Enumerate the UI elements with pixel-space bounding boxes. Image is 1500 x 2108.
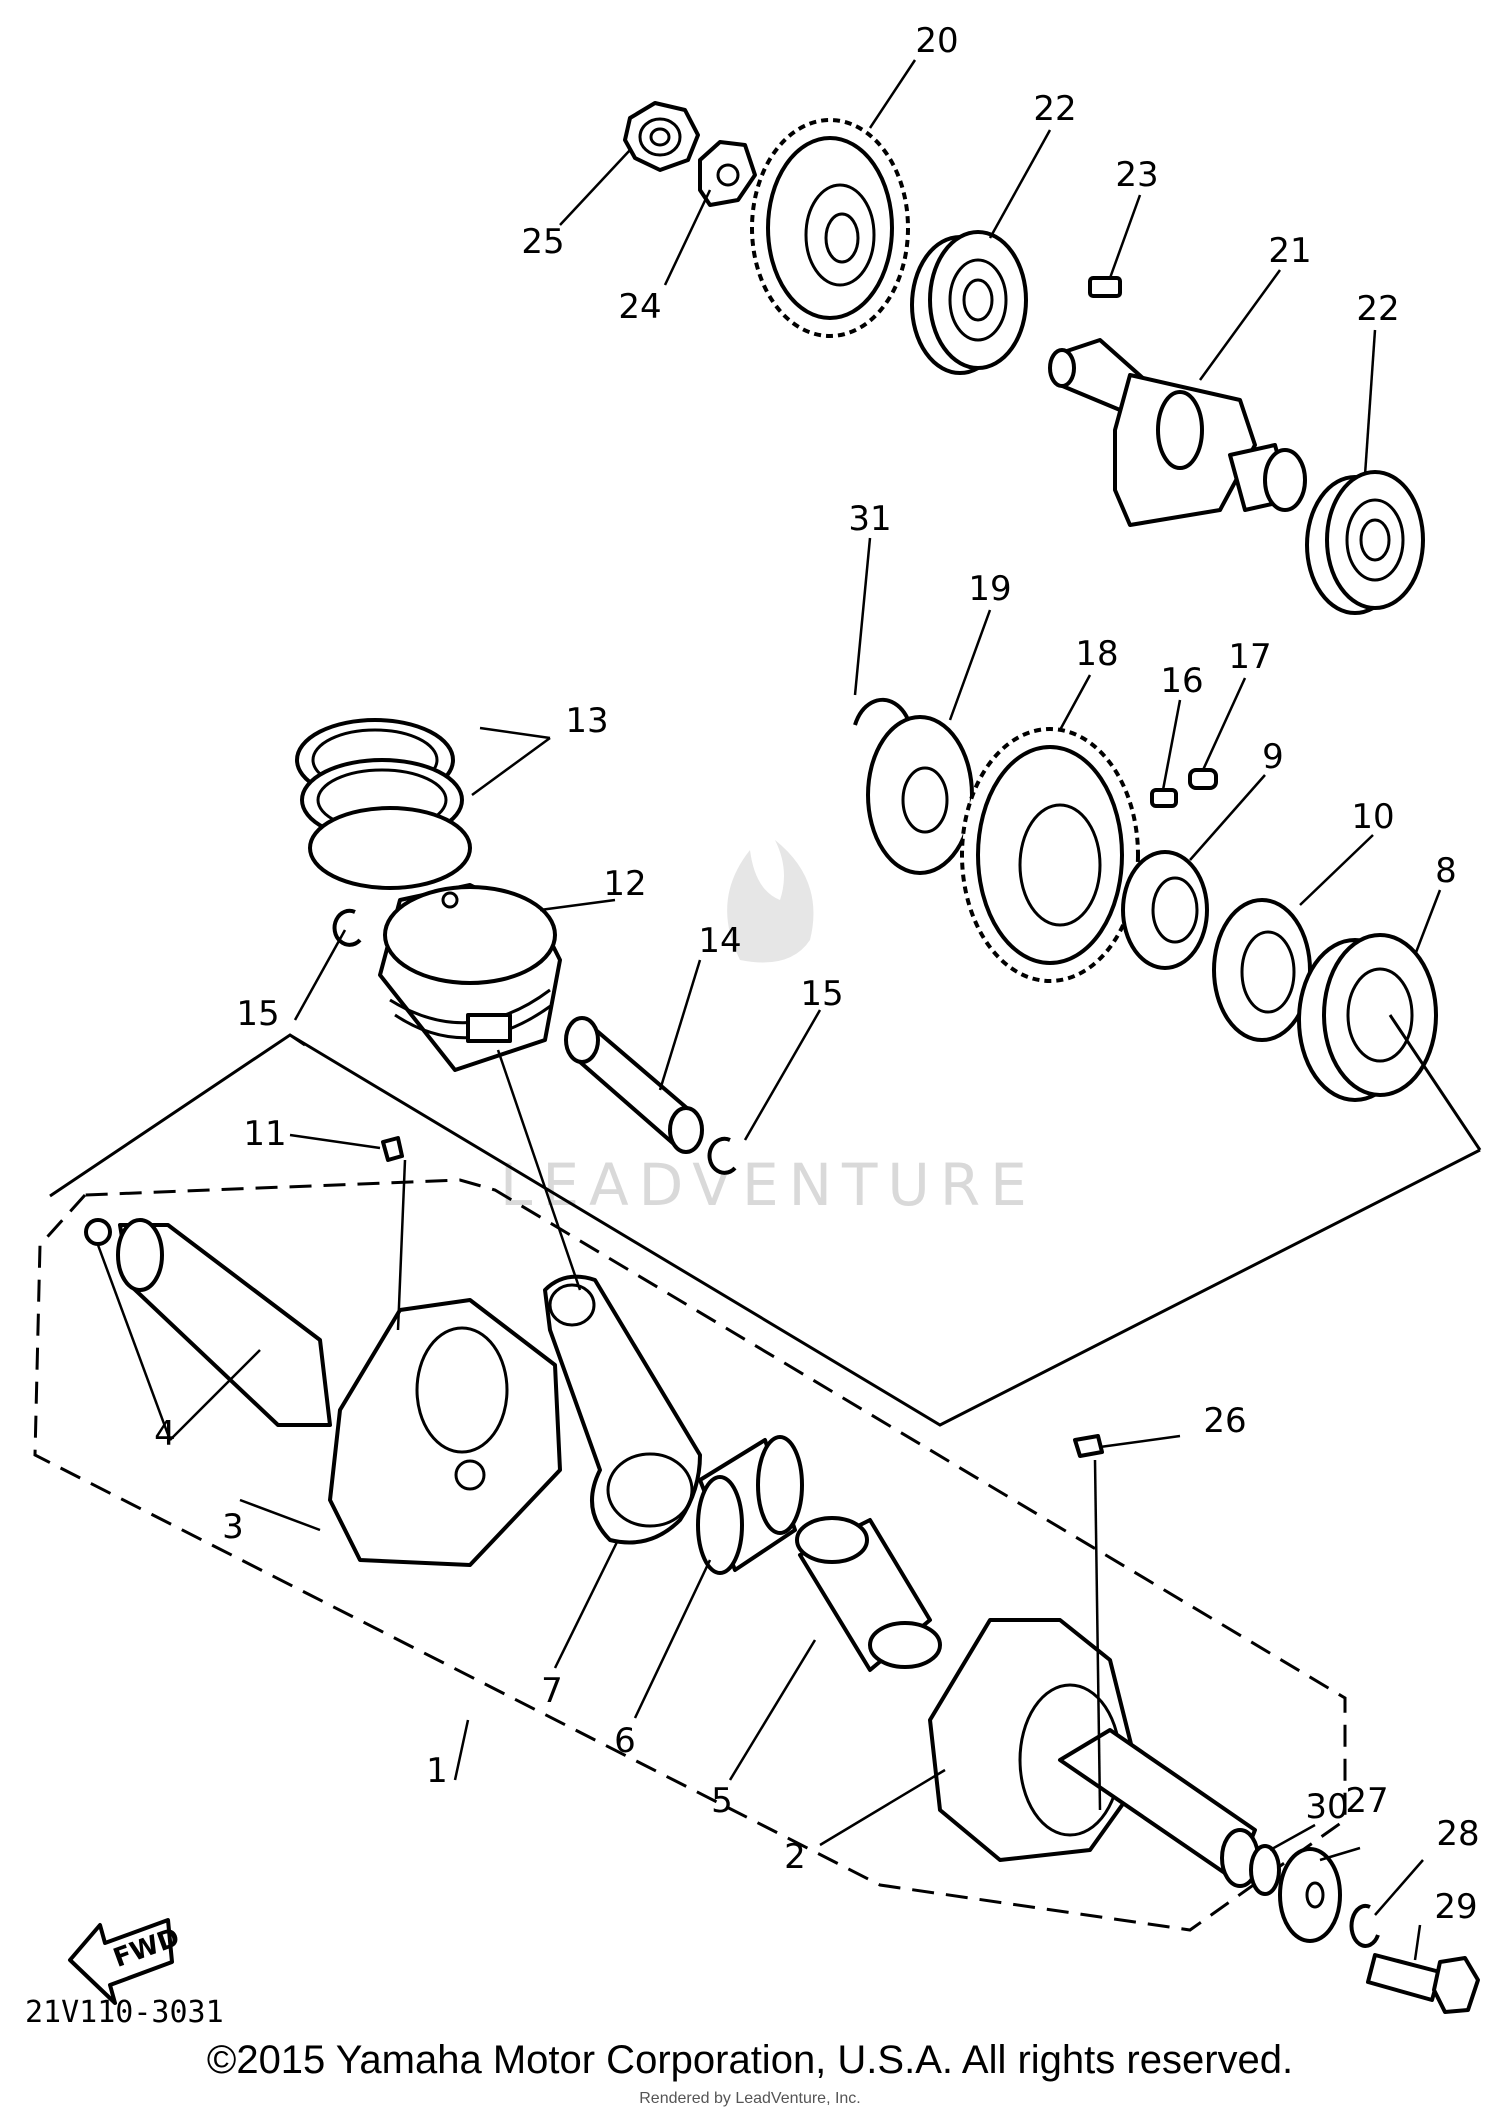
piston-12 xyxy=(378,883,562,1072)
bolt-29 xyxy=(1366,1953,1480,2014)
clip-15-right xyxy=(707,1136,737,1175)
key-26 xyxy=(1073,1434,1104,1458)
crank-half-right-2 xyxy=(928,1618,1260,1888)
nut-25 xyxy=(623,101,700,172)
callout-25: 25 xyxy=(521,222,564,262)
watermark: LEADVENTURE xyxy=(500,840,1037,1219)
callout-18: 18 xyxy=(1075,634,1118,674)
piston-rings-13 xyxy=(295,718,472,890)
callout-8: 8 xyxy=(1435,851,1457,891)
callout-26: 26 xyxy=(1203,1401,1246,1441)
dowel-pin-4 xyxy=(84,1218,112,1246)
exploded-parts-diagram: LEADVENTURE xyxy=(25,21,1482,2030)
callout-2: 2 xyxy=(784,1837,806,1877)
callout-19: 19 xyxy=(968,569,1011,609)
o-ring-30 xyxy=(1249,1844,1281,1896)
callout-15-left: 15 xyxy=(236,994,279,1034)
callout-21: 21 xyxy=(1268,231,1311,271)
callout-28: 28 xyxy=(1436,1814,1479,1854)
callout-31: 31 xyxy=(848,499,891,539)
washer-27 xyxy=(1278,1847,1342,1943)
callout-5: 5 xyxy=(711,1781,733,1821)
crank-pin-5 xyxy=(795,1516,942,1672)
connecting-rod-7 xyxy=(543,1274,702,1545)
callout-6: 6 xyxy=(614,1721,636,1761)
callout-13: 13 xyxy=(565,701,608,741)
primary-drive-gear-18 xyxy=(960,727,1140,983)
callout-23: 23 xyxy=(1115,155,1158,195)
callout-1: 1 xyxy=(426,1751,448,1791)
callout-14: 14 xyxy=(698,921,741,961)
callout-22-lower: 22 xyxy=(1356,289,1399,329)
piston-pin-14 xyxy=(564,1016,704,1154)
bearing-22-lower xyxy=(1305,470,1425,615)
needle-bearing-6 xyxy=(696,1435,804,1575)
crank-half-left-3 xyxy=(116,1218,562,1567)
callout-7: 7 xyxy=(541,1671,563,1711)
key-11 xyxy=(381,1136,404,1162)
group-bracket xyxy=(49,1033,1481,1427)
callout-24: 24 xyxy=(618,287,661,327)
hub-9 xyxy=(1121,850,1209,970)
callout-30: 30 xyxy=(1305,1787,1348,1827)
woodruff-key-23 xyxy=(1088,276,1122,298)
spring-16 xyxy=(1150,788,1178,808)
copyright-notice: ©2015 Yamaha Motor Corporation, U.S.A. A… xyxy=(206,2038,1294,2082)
lock-washer-28 xyxy=(1349,1903,1380,1948)
callout-11: 11 xyxy=(243,1114,286,1154)
plate-19 xyxy=(866,715,974,875)
callout-labels: 1 2 3 4 5 6 7 8 9 10 11 12 13 14 15 15 1… xyxy=(154,21,1479,1927)
callout-22-upper: 22 xyxy=(1033,89,1076,129)
callout-17: 17 xyxy=(1228,637,1271,677)
fwd-arrow-icon: FWD xyxy=(68,1918,184,2005)
balancer-drive-gear-20 xyxy=(750,118,910,338)
pin-17 xyxy=(1188,768,1218,790)
callout-29: 29 xyxy=(1434,1887,1477,1927)
leader-lines xyxy=(96,59,1442,1961)
callout-3: 3 xyxy=(222,1507,244,1547)
callout-15-right: 15 xyxy=(800,974,843,1014)
callout-9: 9 xyxy=(1262,737,1284,777)
rendered-by-credit: Rendered by LeadVenture, Inc. xyxy=(639,2090,861,2107)
bearing-8 xyxy=(1297,933,1482,1151)
callout-12: 12 xyxy=(603,864,646,904)
callout-10: 10 xyxy=(1351,797,1394,837)
washer-10 xyxy=(1212,898,1312,1042)
balancer-shaft-21 xyxy=(1048,338,1307,527)
bearing-22-upper xyxy=(910,230,1028,375)
callout-20: 20 xyxy=(915,21,958,61)
lock-washer-24 xyxy=(698,140,757,207)
watermark-text: LEADVENTURE xyxy=(500,1151,1037,1219)
callout-27: 27 xyxy=(1345,1781,1388,1821)
callout-4: 4 xyxy=(154,1414,176,1454)
diagram-code: 21V110-3031 xyxy=(25,1995,224,2030)
callout-16: 16 xyxy=(1160,661,1203,701)
